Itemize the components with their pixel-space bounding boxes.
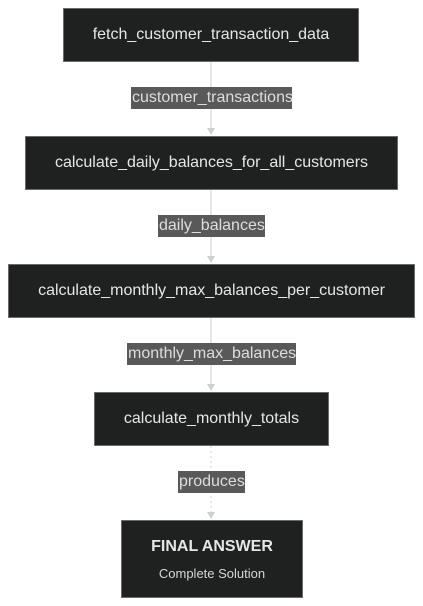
- node-calculate-daily-balances: calculate_daily_balances_for_all_custome…: [25, 136, 398, 190]
- node-label: calculate_daily_balances_for_all_custome…: [54, 154, 369, 171]
- node-final-answer: FINAL ANSWER Complete Solution: [121, 520, 303, 598]
- edge-label-monthly-max-balances: monthly_max_balances: [127, 343, 296, 365]
- final-answer-subtitle: Complete Solution: [158, 565, 266, 581]
- node-label: calculate_monthly_totals: [123, 410, 300, 427]
- edge-label-customer-transactions: customer_transactions: [131, 87, 293, 109]
- node-fetch-customer-transaction-data: fetch_customer_transaction_data: [63, 8, 359, 62]
- arrowhead-icon: [207, 512, 215, 519]
- node-calculate-monthly-max-balances: calculate_monthly_max_balances_per_custo…: [8, 264, 415, 318]
- edge-4: [207, 446, 215, 519]
- final-answer-title: FINAL ANSWER: [151, 537, 273, 555]
- arrowhead-icon: [207, 384, 215, 391]
- arrowhead-icon: [207, 256, 215, 263]
- node-calculate-monthly-totals: calculate_monthly_totals: [94, 392, 329, 446]
- edge-label-daily-balances: daily_balances: [158, 215, 265, 237]
- edge-label-produces: produces: [178, 471, 245, 493]
- node-label: calculate_monthly_max_balances_per_custo…: [38, 282, 385, 299]
- arrowhead-icon: [207, 128, 215, 135]
- node-label: fetch_customer_transaction_data: [92, 26, 330, 43]
